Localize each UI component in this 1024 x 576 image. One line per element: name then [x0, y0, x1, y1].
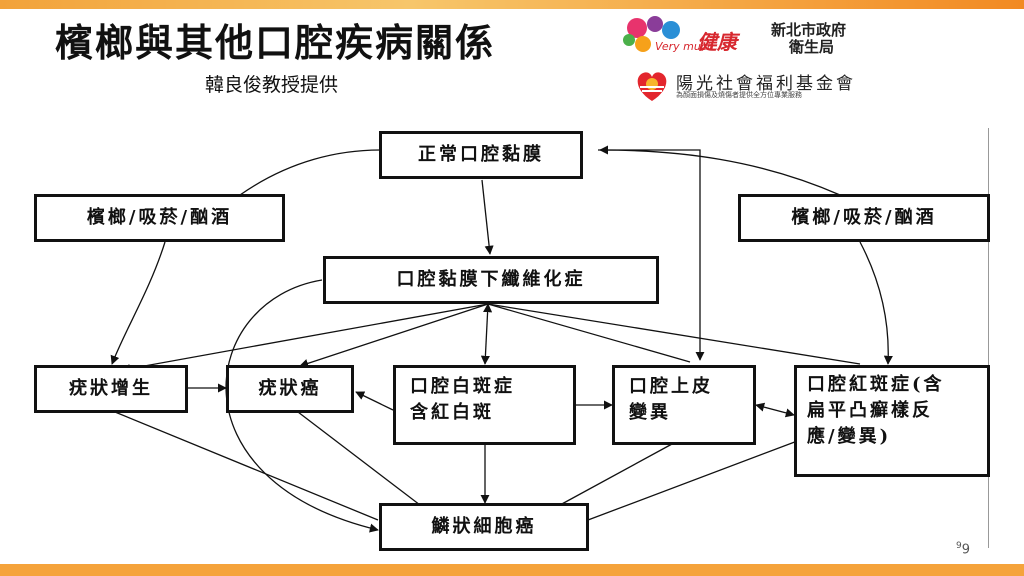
sun-heart-logo-icon: [637, 72, 667, 101]
page-number: 99: [956, 541, 970, 557]
health-brand-text: 健康: [697, 30, 737, 54]
node-verrucous-hyperplasia: 疣狀增生: [34, 365, 188, 413]
connector-hyperplasia-to-scc: [114, 411, 379, 521]
sunshine-name: 陽光社會福利基金會: [676, 74, 856, 94]
dysplasia-line1: 口腔上皮: [629, 376, 713, 397]
node-submucous-fibrosis: 口腔黏膜下纖維化症: [323, 256, 659, 304]
connector-dysplasia-to-normal: [598, 149, 705, 361]
health-dept-line1: 新北市政府: [771, 21, 847, 39]
connector-osf-to-hyperplasia: [121, 303, 489, 374]
page-number-value: 9: [961, 542, 971, 558]
connector-dysplasia-erythroplakia: [755, 402, 795, 418]
node-erythroplakia: 口腔紅斑症(含 扁平凸癬樣反 應/變異): [794, 365, 990, 477]
node-epithelial-dysplasia: 口腔上皮 變異: [612, 365, 756, 445]
page-number-sup: 9: [956, 541, 962, 551]
connector-erythroplakia-to-scc: [587, 439, 801, 521]
health-dept-line2: 衛生局: [789, 38, 835, 56]
connector-normal-to-osf: [481, 179, 494, 255]
bottom-accent-bar: [0, 564, 1024, 576]
slide-divider-line: [988, 128, 989, 548]
connector-risk-right-to-normal: [599, 145, 841, 196]
leukoplakia-line2: 含紅白斑: [410, 402, 494, 423]
connector-osf-to-dysplasia: [487, 303, 691, 363]
node-leukoplakia: 口腔白斑症 含紅白斑: [393, 365, 576, 445]
connector-osf-to-carcinoma: [299, 303, 489, 368]
node-risk-factors-left: 檳榔/吸菸/酗酒: [34, 194, 285, 242]
sunshine-foundation-logo: 陽光社會福利基金會 為顏面損傷及燒傷者提供全方位專業服務: [632, 67, 892, 105]
connector-risk-right-to-erythroplakia: [859, 241, 893, 365]
node-squamous-cell-carcinoma: 鱗狀細胞癌: [379, 503, 589, 551]
dysplasia-line2: 變異: [629, 402, 671, 423]
connector-leukoplakia-to-carcinoma: [355, 391, 394, 411]
heart-logo-icon: [623, 16, 680, 52]
erythroplakia-line1: 口腔紅斑症(含: [807, 374, 945, 395]
connector-osf-leukoplakia: [480, 303, 493, 365]
leukoplakia-line1: 口腔白斑症: [410, 376, 515, 397]
connector-dysplasia-to-scc: [559, 443, 673, 506]
slide-title: 檳榔與其他口腔疾病關係: [55, 21, 496, 65]
connector-risk-left-to-normal: [239, 149, 381, 196]
node-normal-mucosa: 正常口腔黏膜: [379, 131, 583, 179]
sunshine-tagline: 為顏面損傷及燒傷者提供全方位專業服務: [676, 91, 802, 99]
top-accent-bar: [0, 0, 1024, 9]
health-dept-text: 新北市政府 衛生局: [771, 22, 846, 56]
erythroplakia-line2: 扁平凸癬樣反: [807, 400, 933, 421]
slide-subtitle: 韓良俊教授提供: [205, 74, 339, 96]
node-risk-factors-right: 檳榔/吸菸/酗酒: [738, 194, 990, 242]
node-verrucous-carcinoma: 疣狀癌: [226, 365, 354, 413]
health-slogan-text: Very much: [655, 40, 714, 53]
connector-risk-left-to-hyperplasia: [110, 241, 166, 365]
connector-carcinoma-to-scc: [297, 411, 421, 506]
erythroplakia-line3: 應/變異): [807, 426, 892, 447]
health-bureau-logo: 健康 Very much 新北市政府 衛生局: [615, 10, 905, 66]
connector-osf-to-erythroplakia: [487, 303, 861, 365]
